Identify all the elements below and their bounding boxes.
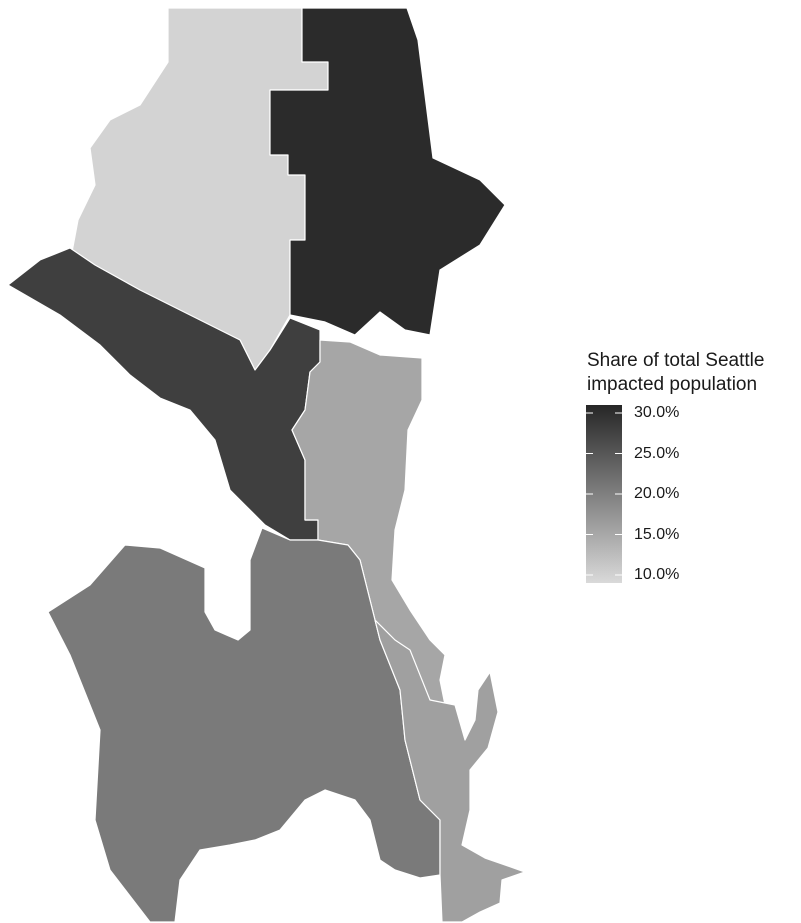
legend-title: Share of total Seattle impacted populati… <box>587 349 764 397</box>
legend-tick-label: 25.0% <box>634 444 680 462</box>
legend-tick-label: 20.0% <box>634 485 680 502</box>
legend-tick-label: 30.0% <box>634 404 680 421</box>
region-southwest <box>47 527 441 923</box>
legend-tick-label: 10.0% <box>634 566 680 583</box>
legend-tick-label: 15.0% <box>634 525 680 543</box>
region-northeast <box>269 7 506 336</box>
legend-color-bar <box>586 405 622 583</box>
region-southeast <box>374 619 526 923</box>
legend-title-line-2: impacted population <box>587 374 758 395</box>
legend-title-line-1: Share of total Seattle <box>587 350 765 371</box>
